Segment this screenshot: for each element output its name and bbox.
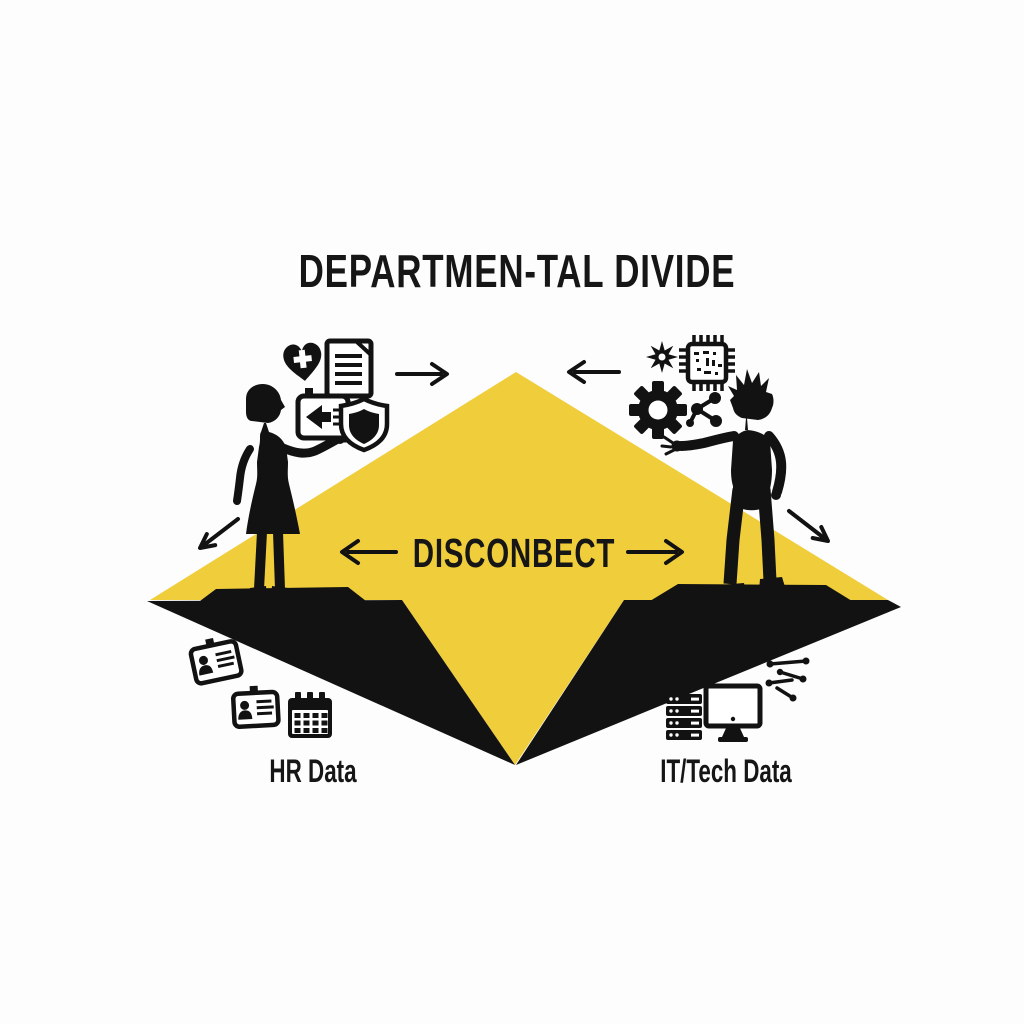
ledge-right (650, 584, 852, 601)
monitor-icon (703, 683, 763, 742)
document-icon (324, 338, 374, 399)
network-lines-icon (765, 657, 810, 702)
id-badge-icon (188, 637, 244, 686)
arrow-down-right (787, 509, 830, 543)
share-network-icon (686, 392, 722, 427)
microchip-icon (679, 335, 735, 391)
heart-medical-icon (283, 342, 322, 381)
it-man-silhouette (660, 369, 787, 595)
black-ground-right (516, 600, 901, 765)
small-gear-icon (646, 341, 678, 373)
yellow-diamond-arrow (150, 372, 888, 765)
shield-icon (338, 396, 390, 453)
it-tech-data-label: IT/Tech Data (660, 753, 792, 789)
gear-icon (629, 381, 687, 439)
disconnect-left-arrow (340, 539, 398, 565)
id-badge-icon (231, 685, 281, 729)
disconnect-label: DISCONBECT (412, 530, 616, 576)
disconnect-right-arrow (626, 539, 684, 565)
calendar-icon (288, 692, 332, 738)
diagram-title: DEPARTMEN-TAL DIVIDE (298, 245, 736, 297)
arrow-right-to-center (395, 362, 449, 386)
black-ground-left (147, 600, 515, 765)
server-icon (666, 694, 702, 740)
arrow-down-left (198, 517, 240, 550)
hr-data-label: HR Data (269, 753, 357, 789)
arrow-left-to-center (567, 360, 621, 384)
